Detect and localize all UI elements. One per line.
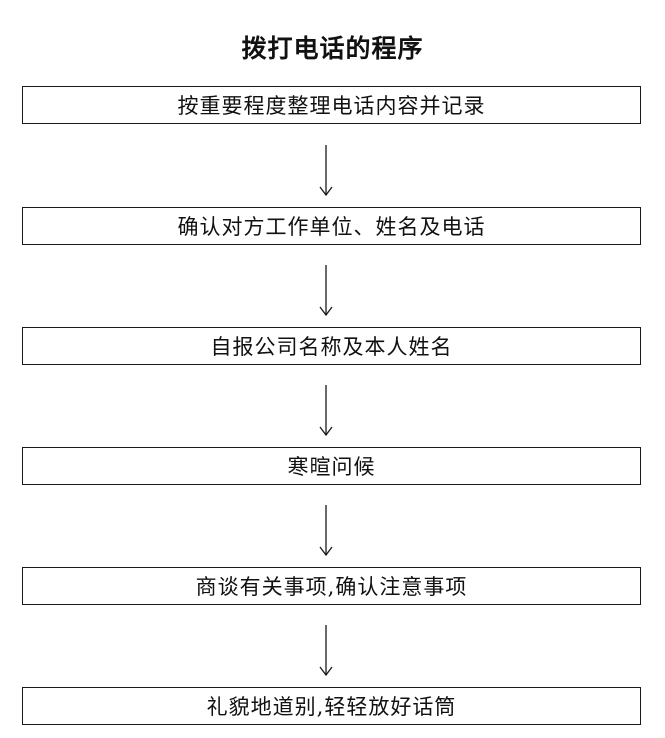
down-arrow-icon xyxy=(316,145,336,197)
step-box-5: 商谈有关事项,确认注意事项 xyxy=(22,567,641,605)
step-box-2: 确认对方工作单位、姓名及电话 xyxy=(22,207,641,245)
down-arrow-icon xyxy=(316,625,336,677)
diagram-title: 拨打电话的程序 xyxy=(241,34,424,63)
step-box-4: 寒暄问候 xyxy=(22,447,641,485)
down-arrow-icon xyxy=(316,265,336,317)
step-box-6: 礼貌地道别,轻轻放好话筒 xyxy=(22,687,641,725)
down-arrow-icon xyxy=(316,385,336,437)
step-box-1: 按重要程度整理电话内容并记录 xyxy=(22,86,641,124)
down-arrow-icon xyxy=(316,505,336,557)
step-box-3: 自报公司名称及本人姓名 xyxy=(22,327,641,365)
